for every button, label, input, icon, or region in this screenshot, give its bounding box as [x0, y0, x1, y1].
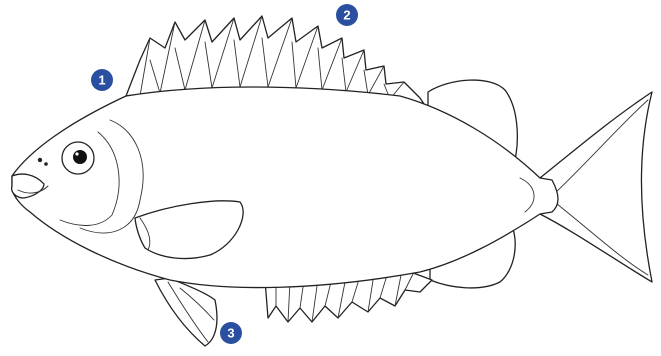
caudal-fin: [540, 92, 652, 282]
nostril: [44, 162, 48, 166]
marker-1: 1: [91, 69, 113, 91]
pupil: [73, 150, 87, 164]
marker-3-label: 3: [227, 326, 234, 341]
nostril: [38, 158, 42, 162]
marker-2: 2: [336, 4, 358, 26]
marker-2-label: 2: [343, 8, 350, 23]
marker-1-label: 1: [98, 73, 105, 88]
eye-highlight: [75, 152, 78, 155]
marker-3: 3: [220, 322, 242, 344]
pelvic-fin: [155, 278, 217, 346]
